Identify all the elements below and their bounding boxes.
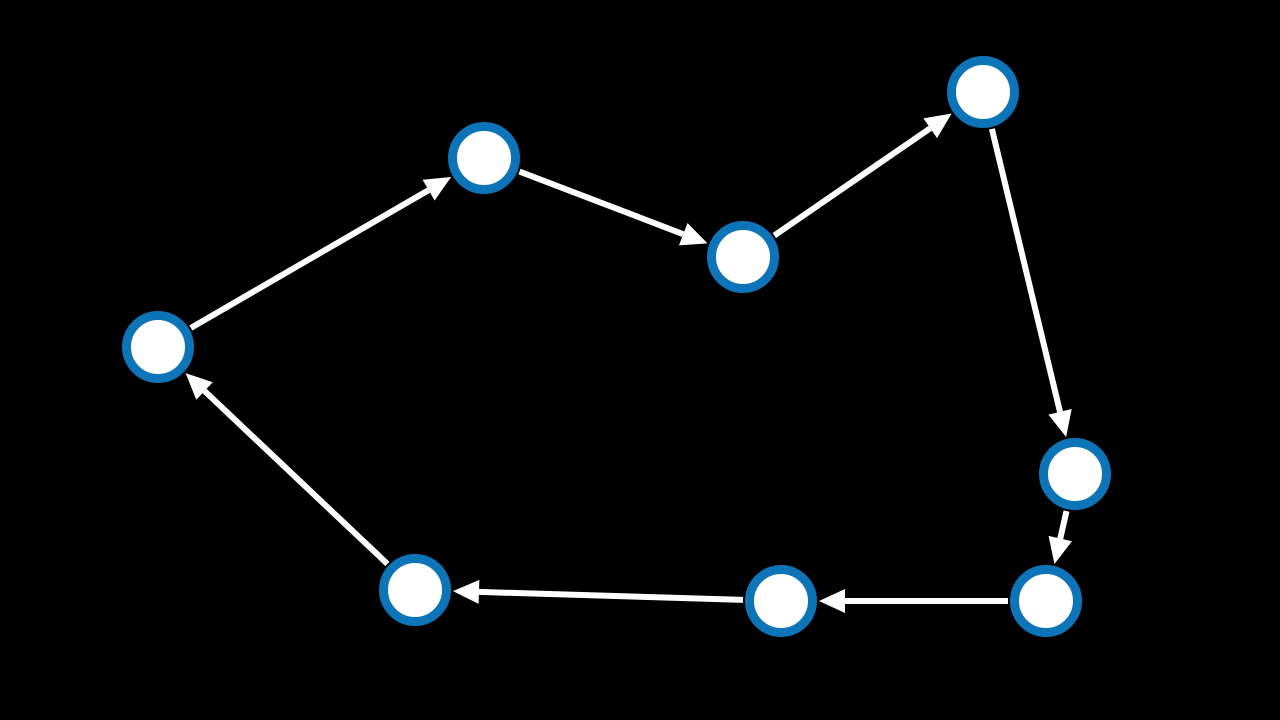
graph-edge-n5-to-n6	[1048, 510, 1072, 564]
graph-node-n7[interactable]	[745, 565, 817, 637]
edge-arrowhead-icon	[819, 589, 845, 613]
node-layer	[122, 56, 1111, 637]
node-ring	[379, 554, 451, 626]
graph-node-n5[interactable]	[1039, 438, 1111, 510]
graph-node-n8[interactable]	[379, 554, 451, 626]
edge-arrowhead-icon	[1048, 535, 1072, 564]
node-ring	[707, 221, 779, 293]
edge-shaft	[1057, 510, 1070, 540]
edge-arrowhead-icon	[678, 222, 708, 246]
edge-shaft	[518, 168, 685, 237]
node-ring	[448, 122, 520, 194]
graph-edge-n3-to-n4	[772, 113, 952, 238]
edge-shaft	[478, 588, 744, 603]
graph-node-n6[interactable]	[1010, 565, 1082, 637]
node-fill	[456, 130, 512, 186]
node-ring	[947, 56, 1019, 128]
node-ring	[122, 311, 194, 383]
edge-arrowhead-icon	[1048, 408, 1072, 438]
graph-edge-n1-to-n2	[189, 177, 452, 331]
graph-edge-n6-to-n7	[819, 589, 1008, 613]
edge-arrowhead-icon	[185, 373, 213, 400]
edge-shaft	[988, 128, 1063, 413]
edge-layer	[185, 113, 1072, 613]
node-ring	[745, 565, 817, 637]
node-fill	[1018, 573, 1074, 629]
graph-edge-n2-to-n3	[518, 168, 708, 246]
node-fill	[1047, 446, 1103, 502]
edge-arrowhead-icon	[923, 113, 952, 139]
graph-node-n4[interactable]	[947, 56, 1019, 128]
node-ring	[1010, 565, 1082, 637]
edge-arrowhead-icon	[422, 177, 452, 201]
edge-shaft	[189, 187, 431, 331]
node-ring	[1039, 438, 1111, 510]
graph-node-n3[interactable]	[707, 221, 779, 293]
node-fill	[130, 319, 186, 375]
node-fill	[387, 562, 443, 618]
edge-arrowhead-icon	[452, 579, 480, 604]
graph-node-n1[interactable]	[122, 311, 194, 383]
node-fill	[715, 229, 771, 285]
graph-edge-n8-to-n1	[185, 373, 390, 567]
graph-edge-n7-to-n8	[452, 579, 744, 604]
edge-shaft	[772, 125, 932, 238]
node-fill	[753, 573, 809, 629]
graph-node-n2[interactable]	[448, 122, 520, 194]
edge-shaft	[202, 388, 390, 567]
node-fill	[955, 64, 1011, 120]
graph-edge-n4-to-n5	[988, 128, 1072, 438]
